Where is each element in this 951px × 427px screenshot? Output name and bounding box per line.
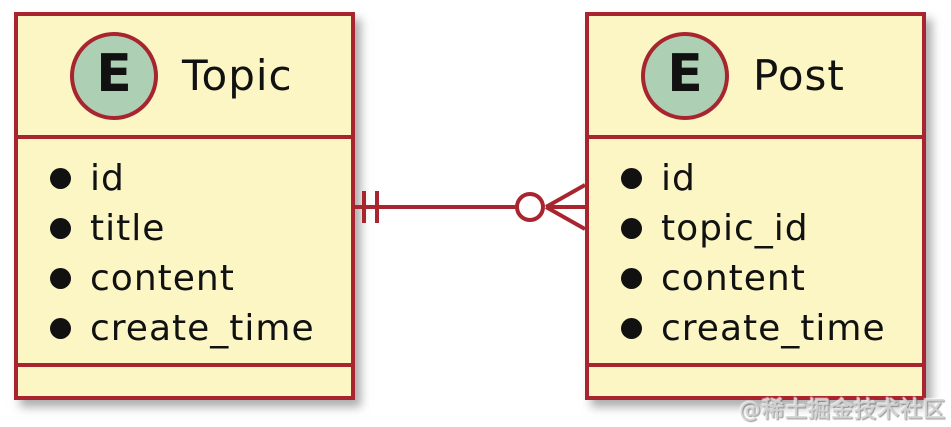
field-bullet-icon [621, 167, 642, 189]
attribute-row: id [621, 153, 922, 203]
entity-post: E Post id topic_id content create_time [585, 12, 926, 400]
attribute-label: id [90, 157, 125, 199]
entity-topic-header: E Topic [18, 16, 351, 135]
attribute-row: create_time [50, 303, 351, 353]
field-bullet-icon [621, 317, 642, 339]
entity-post-header-separator [589, 135, 922, 139]
attribute-row: title [50, 203, 351, 253]
entity-topic-attributes: id title content create_time [18, 139, 351, 363]
attribute-row: create_time [621, 303, 922, 353]
field-bullet-icon [50, 317, 71, 339]
attribute-row: content [621, 253, 922, 303]
zero-cardinality-circle-icon [515, 192, 545, 222]
entity-post-name: Post [753, 51, 845, 100]
field-bullet-icon [621, 267, 642, 289]
attribute-row: content [50, 253, 351, 303]
entity-topic-footer-separator [18, 363, 351, 367]
attribute-row: id [50, 153, 351, 203]
attribute-label: topic_id [661, 207, 809, 249]
attribute-label: content [90, 257, 235, 299]
entity-post-footer-separator [589, 363, 922, 367]
entity-topic: E Topic id title content create_time [14, 12, 355, 400]
relationship-line [352, 183, 585, 231]
attribute-row: topic_id [621, 203, 922, 253]
attribute-label: id [661, 157, 696, 199]
attribute-label: title [90, 207, 166, 249]
field-bullet-icon [50, 267, 71, 289]
field-bullet-icon [50, 217, 71, 239]
one-cardinality-ticks-icon [362, 191, 379, 223]
entity-post-attributes: id topic_id content create_time [589, 139, 922, 363]
field-bullet-icon [621, 217, 642, 239]
attribute-label: create_time [661, 307, 886, 349]
entity-spot-icon: E [70, 31, 158, 120]
entity-post-header: E Post [589, 16, 922, 135]
entity-spot-letter: E [96, 43, 132, 104]
watermark: @稀土掘金技术社区 [738, 398, 946, 423]
entity-spot-icon: E [641, 31, 729, 120]
entity-topic-name: Topic [182, 51, 293, 100]
entity-spot-letter: E [667, 43, 703, 104]
crow-foot-many-icon [545, 183, 585, 231]
attribute-label: create_time [90, 307, 315, 349]
entity-topic-header-separator [18, 135, 351, 139]
entity-topic-footer [18, 367, 351, 396]
attribute-label: content [661, 257, 806, 299]
field-bullet-icon [50, 167, 71, 189]
